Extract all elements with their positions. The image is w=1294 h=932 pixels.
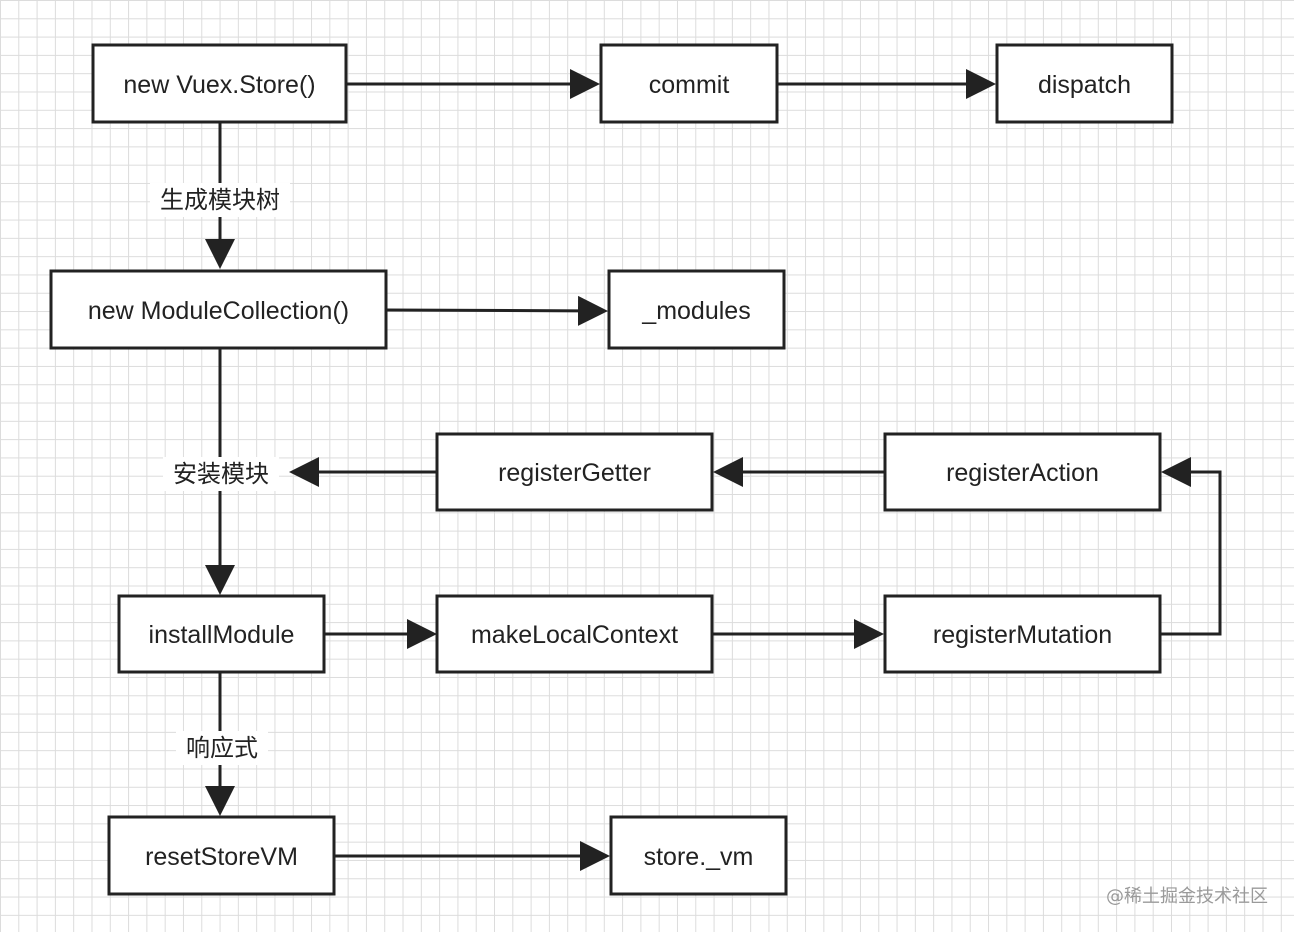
node-dispatch: dispatch	[995, 43, 1174, 124]
node-store-vm: store._vm	[609, 815, 788, 896]
svg-text:registerAction: registerAction	[946, 459, 1099, 487]
svg-text:响应式: 响应式	[186, 734, 258, 762]
node-install-module: installModule	[117, 594, 326, 674]
svg-text:registerGetter: registerGetter	[498, 459, 651, 487]
svg-text:dispatch: dispatch	[1038, 71, 1131, 99]
edge-register-mutation-to-register-action	[1160, 457, 1222, 636]
svg-text:安装模块: 安装模块	[173, 460, 269, 488]
edge-label-install-modules: 安装模块	[163, 457, 279, 491]
node-register-mutation: registerMutation	[883, 594, 1162, 674]
svg-text:store._vm: store._vm	[644, 843, 754, 871]
edge-label-reactive: 响应式	[176, 731, 268, 765]
node-new-vuex-store: new Vuex.Store()	[91, 43, 348, 124]
svg-text:生成模块树: 生成模块树	[160, 186, 280, 214]
svg-text:installModule: installModule	[149, 621, 295, 649]
svg-text:_modules: _modules	[641, 297, 750, 325]
svg-text:new ModuleCollection(): new ModuleCollection()	[88, 297, 349, 325]
edge-module-collection-to-modules	[385, 295, 608, 326]
node-commit: commit	[599, 43, 779, 124]
svg-text:commit: commit	[649, 71, 730, 99]
watermark: @稀土掘金技术社区	[1106, 886, 1268, 907]
node-register-action: registerAction	[883, 432, 1162, 512]
node-make-local-context: makeLocalContext	[435, 594, 714, 674]
node-register-getter: registerGetter	[435, 432, 714, 512]
node-new-module-collection: new ModuleCollection()	[49, 269, 388, 350]
svg-text:new Vuex.Store(): new Vuex.Store()	[123, 71, 315, 99]
node-reset-store-vm: resetStoreVM	[107, 815, 336, 896]
svg-text:resetStoreVM: resetStoreVM	[145, 843, 298, 871]
edge-label-generate-module-tree: 生成模块树	[150, 183, 290, 217]
svg-text:makeLocalContext: makeLocalContext	[471, 621, 678, 649]
svg-text:registerMutation: registerMutation	[933, 621, 1112, 649]
node-modules: _modules	[607, 269, 786, 350]
